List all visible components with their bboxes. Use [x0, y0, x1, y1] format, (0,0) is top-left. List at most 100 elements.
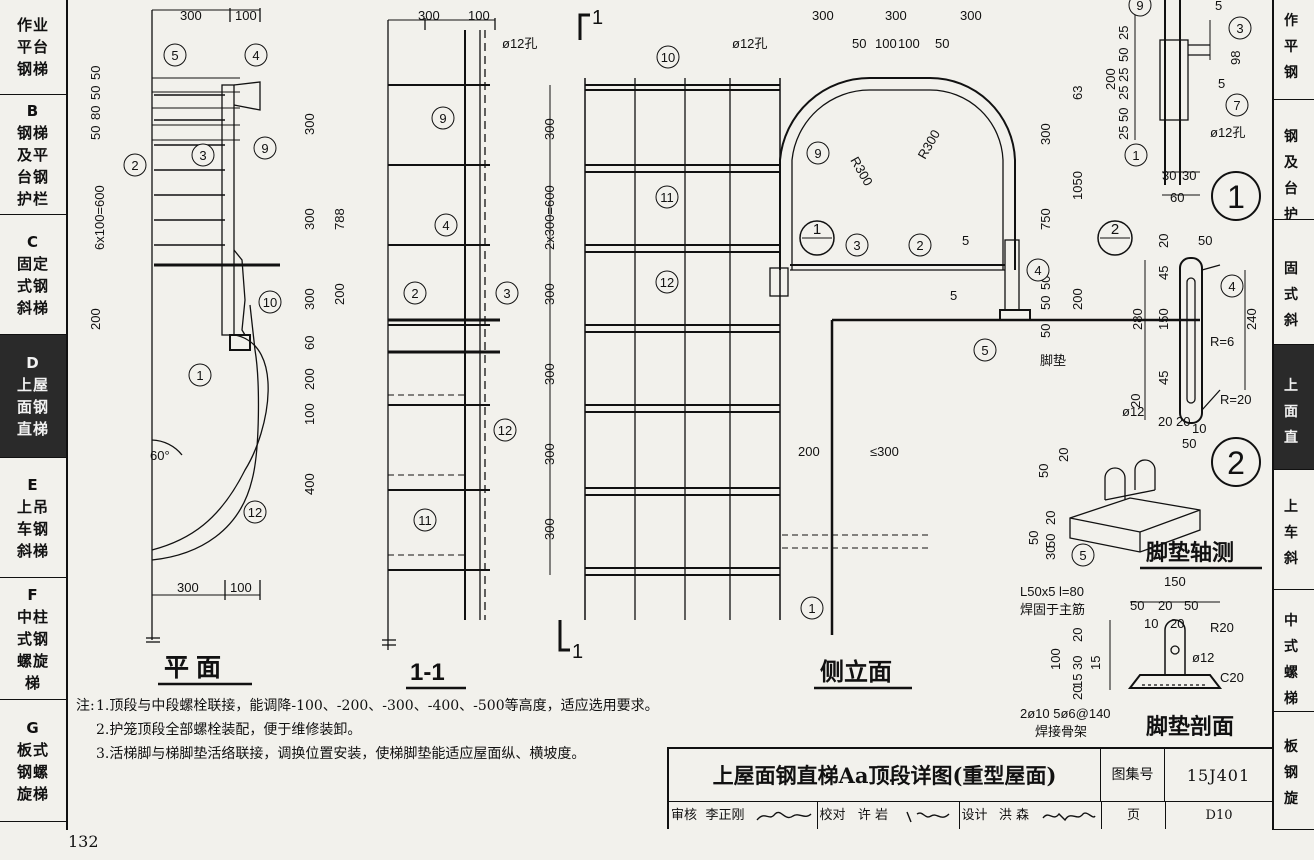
detail-ref-number: 1	[813, 221, 821, 238]
chapter-tab-g[interactable]: G 板式 钢螺 旋梯	[0, 700, 66, 822]
dim-text: 5	[950, 288, 957, 303]
dim-text: 100	[875, 36, 897, 51]
dim-text: 50	[1184, 598, 1198, 613]
dim-text: 200	[302, 368, 317, 390]
callout-bubble: 5	[973, 338, 997, 362]
dim-text: 45	[1156, 266, 1171, 280]
dim-text: 15	[1070, 674, 1085, 688]
detail-ref-2[interactable]: 2	[1097, 220, 1133, 256]
dim-text: 1050	[1070, 171, 1085, 200]
dim-text: 150	[1156, 308, 1171, 330]
callout-number: 10	[263, 295, 277, 310]
detail-ref-number: 2	[1111, 221, 1119, 238]
callout-number: 4	[442, 218, 449, 233]
dim-text: 300	[302, 208, 317, 230]
dim-text: R=20	[1220, 392, 1251, 407]
pad-iso-view	[1069, 459, 1201, 553]
callout-number: 9	[814, 146, 821, 161]
checker-signature	[906, 811, 950, 823]
designer-signature	[1042, 812, 1096, 822]
dim-text: 60	[302, 336, 317, 350]
dim-text: R20	[1210, 620, 1234, 635]
chapter-tab-a[interactable]: 作业 平台 钢梯	[0, 0, 66, 95]
callout-bubble: 7	[1225, 93, 1249, 117]
dim-text: 50	[1026, 531, 1041, 545]
callout-bubble: 5	[163, 43, 187, 67]
chapter-tab-right-g[interactable]: 板 钢 旋	[1274, 712, 1314, 830]
dim-text: 50	[1198, 233, 1212, 248]
dim-text: C20	[1220, 670, 1244, 685]
section-view	[382, 18, 500, 650]
dim-text: 10	[1144, 616, 1158, 631]
page-number: 132	[68, 832, 99, 851]
dim-text: 100	[235, 8, 257, 23]
dim-text: 25	[1116, 26, 1131, 40]
check-label: 校对	[817, 802, 847, 829]
atlas-number: 15J401	[1186, 766, 1251, 785]
chapter-tab-right-b[interactable]: 钢 及 台 护	[1274, 100, 1314, 220]
dim-text: 50	[88, 86, 103, 100]
dim-text: R300	[915, 127, 944, 161]
detail-number-1: 1	[1211, 171, 1261, 221]
chapter-tab-c[interactable]: C 固定 式钢 斜梯	[0, 215, 66, 335]
dim-text: 50	[1036, 464, 1051, 478]
elevation-view	[549, 13, 1200, 652]
title-block-row: 上屋面钢直梯Aa顶段详图(重型屋面) 图集号 15J401	[669, 749, 1272, 802]
chapter-tab-f[interactable]: F 中柱 式钢 螺旋 梯	[0, 578, 66, 700]
chapter-tab-d[interactable]: D 上屋 面钢 直梯	[0, 335, 66, 458]
dim-text: 30	[1043, 546, 1058, 560]
dim-text: 300	[302, 113, 317, 135]
dim-text: 20	[1170, 616, 1184, 631]
callout-number: 3	[853, 238, 860, 253]
dim-text: 50	[88, 126, 103, 140]
plan-title: 平 面	[164, 654, 221, 682]
dim-text: R=6	[1210, 334, 1234, 349]
dim-text: 20	[1070, 686, 1085, 700]
dim-text: 30	[1162, 168, 1176, 183]
pad-section-title: 脚垫剖面	[1146, 714, 1234, 739]
chapter-tab-right-c[interactable]: 固 式 斜	[1274, 220, 1314, 345]
dim-text: 300	[542, 283, 557, 305]
callout-bubble: 3	[191, 143, 215, 167]
callout-bubble: 11	[655, 185, 679, 209]
dim-text: 300	[960, 8, 982, 23]
callout-number: 12	[498, 423, 512, 438]
chapter-tab-right-a[interactable]: 作 平 钢	[1274, 0, 1314, 100]
dim-text: 50	[1116, 48, 1131, 62]
callout-number: 11	[660, 190, 674, 205]
callout-bubble: 2	[403, 281, 427, 305]
chapter-tab-right-f[interactable]: 中 式 螺 梯	[1274, 590, 1314, 712]
callout-bubble: 3	[1228, 16, 1252, 40]
callout-bubble: 4	[244, 43, 268, 67]
dim-text: 45	[1156, 371, 1171, 385]
callout-number: 2	[916, 238, 923, 253]
dim-text: 63	[1070, 86, 1085, 100]
svg-text:2: 2	[1227, 445, 1245, 481]
dim-text: ø12孔	[1210, 125, 1245, 140]
callout-bubble: 4	[434, 213, 458, 237]
dim-text: 750	[1038, 208, 1053, 230]
chapter-tab-right-d[interactable]: 上 面 直	[1274, 345, 1314, 470]
detail-ref-1[interactable]: 1	[799, 220, 835, 256]
dim-text: 20	[1156, 234, 1171, 248]
callout-number: 2	[131, 158, 138, 173]
pad-section-view	[1109, 601, 1223, 690]
detail-number-2: 2	[1211, 437, 1261, 487]
dim-text: 5	[962, 233, 969, 248]
chapter-tab-b[interactable]: B 钢梯 及平 台钢 护栏	[0, 95, 66, 215]
dim-text: 200	[1070, 288, 1085, 310]
dim-text: 300	[542, 363, 557, 385]
callout-bubble: 12	[655, 270, 679, 294]
dim-text: 50	[1038, 296, 1053, 310]
dim-text: 200	[332, 283, 347, 305]
dim-text: 20	[1158, 598, 1172, 613]
dim-text: 100	[230, 580, 252, 595]
chapter-sidebar-left: 作业 平台 钢梯 B 钢梯 及平 台钢 护栏 C 固定 式钢 斜梯 D 上屋 面…	[0, 0, 68, 830]
dim-text: 100	[1048, 648, 1063, 670]
chapter-tab-right-e[interactable]: 上 车 斜	[1274, 470, 1314, 590]
reviewer-signature	[756, 811, 812, 821]
dim-text: 30	[1182, 168, 1196, 183]
dim-text: 240	[1244, 308, 1259, 330]
chapter-tab-e[interactable]: E 上吊 车钢 斜梯	[0, 458, 66, 578]
callout-bubble: 3	[845, 233, 869, 257]
